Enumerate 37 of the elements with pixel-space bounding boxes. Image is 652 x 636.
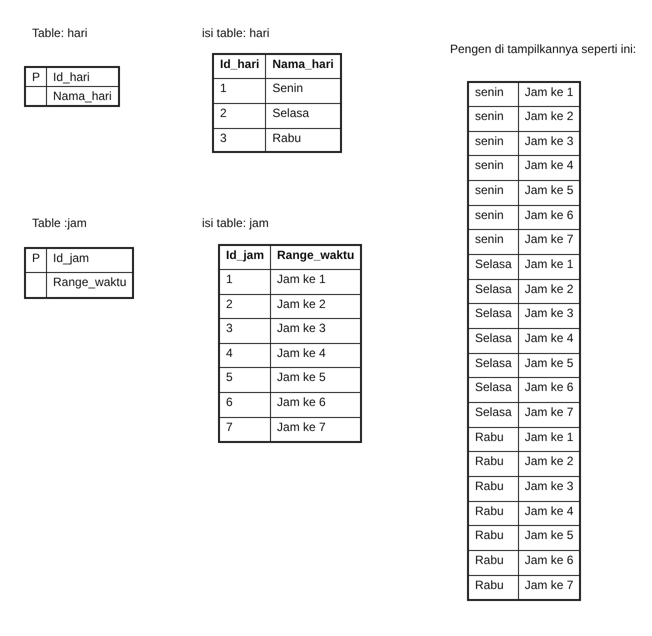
table-cell: P: [25, 67, 47, 86]
table-cell: 5: [219, 368, 271, 393]
table-cell: Selasa: [468, 378, 518, 403]
table-cell: Id_jam: [219, 245, 271, 270]
table-title: isi table: hari: [202, 26, 270, 40]
table-title: Pengen di tampilkannya seperti ini:: [450, 42, 636, 56]
table-cell: Rabu: [468, 526, 518, 550]
table-cell: Rabu: [468, 501, 518, 526]
table-cell: senin: [468, 82, 518, 107]
table-title: Table: hari: [32, 26, 88, 40]
table-cell: Rabu: [468, 452, 518, 476]
table-title: isi table: jam: [202, 216, 269, 230]
table-cell: senin: [468, 131, 518, 156]
table-title: Table :jam: [32, 216, 87, 230]
table-cell: 4: [219, 343, 271, 368]
table-cell: Selasa: [468, 254, 518, 280]
table-cell: senin: [468, 205, 518, 230]
table-cell: Selasa: [468, 279, 518, 304]
table-cell: Rabu: [468, 427, 518, 452]
table-cell: P: [25, 248, 47, 272]
table-cell: Selasa: [468, 304, 518, 329]
table-cell: senin: [468, 230, 518, 255]
table-cell: Rabu: [468, 476, 518, 502]
table-cell: 2: [213, 103, 266, 128]
table-cell: senin: [468, 156, 518, 181]
table-cell: Id_hari: [213, 54, 266, 78]
table-cell: senin: [468, 106, 518, 132]
table-cell: 1: [213, 78, 266, 103]
table-cell: Selasa: [468, 353, 518, 378]
table-cell: Rabu: [468, 550, 518, 576]
table-cell: 3: [219, 318, 271, 344]
table-cell: Selasa: [468, 328, 518, 354]
table-cell: senin: [468, 180, 518, 206]
table-cell: 6: [219, 392, 271, 418]
table-cell: 1: [219, 270, 271, 294]
table-cell: Selasa: [468, 402, 518, 428]
table-cell: 2: [219, 294, 271, 319]
